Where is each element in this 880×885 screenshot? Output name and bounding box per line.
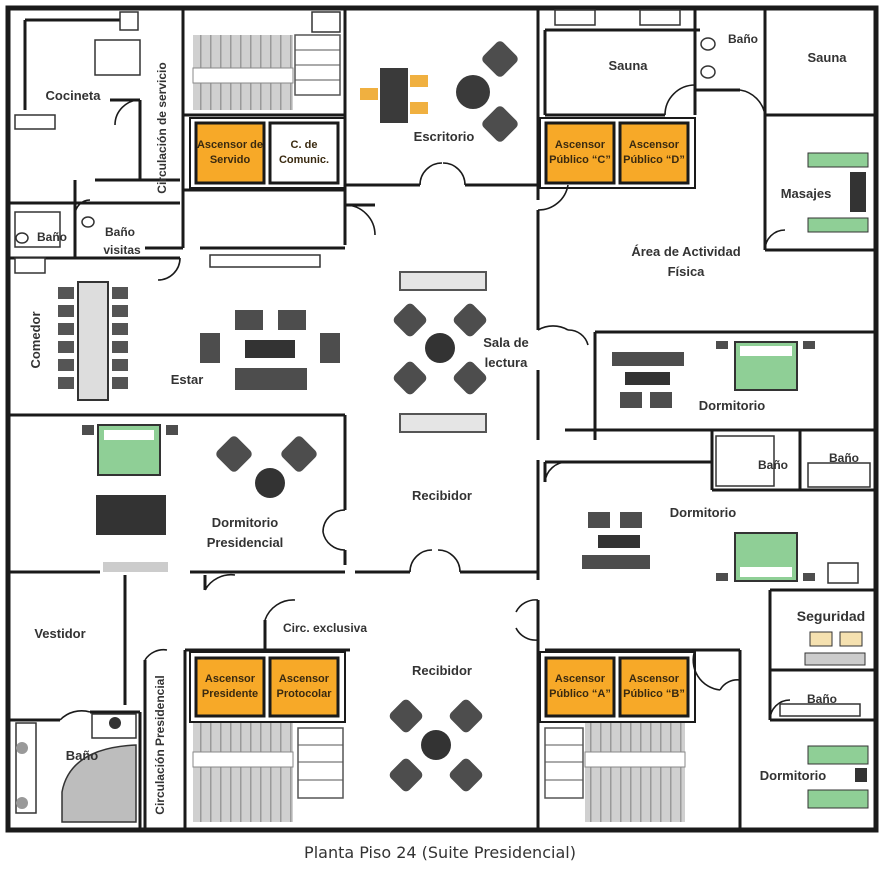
label-seguridad: Seguridad <box>797 608 865 624</box>
label-sala-1: Sala de <box>483 335 529 350</box>
comunic-label-2: Comunic. <box>279 154 329 166</box>
label-bano-vest: Baño <box>66 748 99 763</box>
elevator-publico-d: Ascensor Público “D” <box>618 121 690 185</box>
elevator-d-label-2: Público “D” <box>623 154 685 166</box>
elevator-servicio-label-2: Servido <box>210 154 251 166</box>
label-recibidor-1: Recibidor <box>412 488 472 503</box>
label-sauna-1: Sauna <box>608 58 648 73</box>
label-actividad-2: Física <box>668 264 706 279</box>
label-bano-top: Baño <box>728 32 758 46</box>
label-bano-visitas-2: visitas <box>103 243 141 257</box>
elevator-servicio-label-1: Ascensor de <box>197 139 263 151</box>
elevator-publico-a: Ascensor Público “A” <box>544 656 616 718</box>
label-dormitorio-r2: Dormitorio <box>670 505 737 520</box>
label-bano-r1: Baño <box>758 458 788 472</box>
elevator-prot-label-1: Ascensor <box>279 673 330 685</box>
label-sala-2: lectura <box>485 355 528 370</box>
elevator-protocolar: Ascensor Protocolar <box>268 656 340 718</box>
communications-room: C. de Comunic. <box>268 121 340 185</box>
elevator-servicio: Ascensor de Servido <box>194 121 266 185</box>
label-cocineta: Cocineta <box>46 88 102 103</box>
label-sauna-2: Sauna <box>807 50 847 65</box>
elevator-publico-b: Ascensor Público “B” <box>618 656 690 718</box>
label-masajes: Masajes <box>781 186 832 201</box>
label-dorm-pres-1: Dormitorio <box>212 515 279 530</box>
floor-plan: Ascensor de Servido C. de Comunic. Ascen… <box>5 5 879 833</box>
elevator-a-label-2: Público “A” <box>549 688 611 700</box>
label-estar: Estar <box>171 372 204 387</box>
label-vestidor: Vestidor <box>34 626 85 641</box>
label-dorm-pres-2: Presidencial <box>207 535 284 550</box>
comunic-label-1: C. de <box>291 139 318 151</box>
label-circ-exclusiva: Circ. exclusiva <box>283 621 367 635</box>
door-swings <box>59 84 791 721</box>
walls <box>5 5 879 833</box>
plan-caption: Planta Piso 24 (Suite Presidencial) <box>304 843 576 862</box>
label-bano-r2: Baño <box>829 451 859 465</box>
label-dormitorio-r1: Dormitorio <box>699 398 766 413</box>
label-escritorio: Escritorio <box>414 129 475 144</box>
label-circ-servicio: Circulación de servicio <box>155 62 169 193</box>
label-comedor: Comedor <box>28 311 43 368</box>
elevator-pres-label-2: Presidente <box>202 688 258 700</box>
label-bano-seg: Baño <box>807 692 837 706</box>
label-dormitorio-r3: Dormitorio <box>760 768 827 783</box>
elevator-publico-c: Ascensor Público “C” <box>544 121 616 185</box>
label-bano-1: Baño <box>37 230 67 244</box>
elevator-d-label-1: Ascensor <box>629 139 680 151</box>
stairs <box>192 34 686 822</box>
elevator-c-label-1: Ascensor <box>555 139 606 151</box>
elevator-pres-label-1: Ascensor <box>205 673 256 685</box>
elevator-a-label-1: Ascensor <box>555 673 606 685</box>
label-actividad-1: Área de Actividad <box>631 244 740 259</box>
elevator-prot-label-2: Protocolar <box>276 688 332 700</box>
elevators: Ascensor de Servido C. de Comunic. Ascen… <box>189 117 696 723</box>
elevator-b-label-1: Ascensor <box>629 673 680 685</box>
room-labels: Cocineta Circulación de servicio Baño Ba… <box>28 32 865 815</box>
label-recibidor-2: Recibidor <box>412 663 472 678</box>
elevator-b-label-2: Público “B” <box>623 688 685 700</box>
label-circ-presidencial: Circulación Presidencial <box>153 675 167 814</box>
label-bano-visitas-1: Baño <box>105 225 135 239</box>
furniture <box>14 9 871 823</box>
elevator-presidente: Ascensor Presidente <box>194 656 266 718</box>
elevator-c-label-2: Público “C” <box>549 154 611 166</box>
